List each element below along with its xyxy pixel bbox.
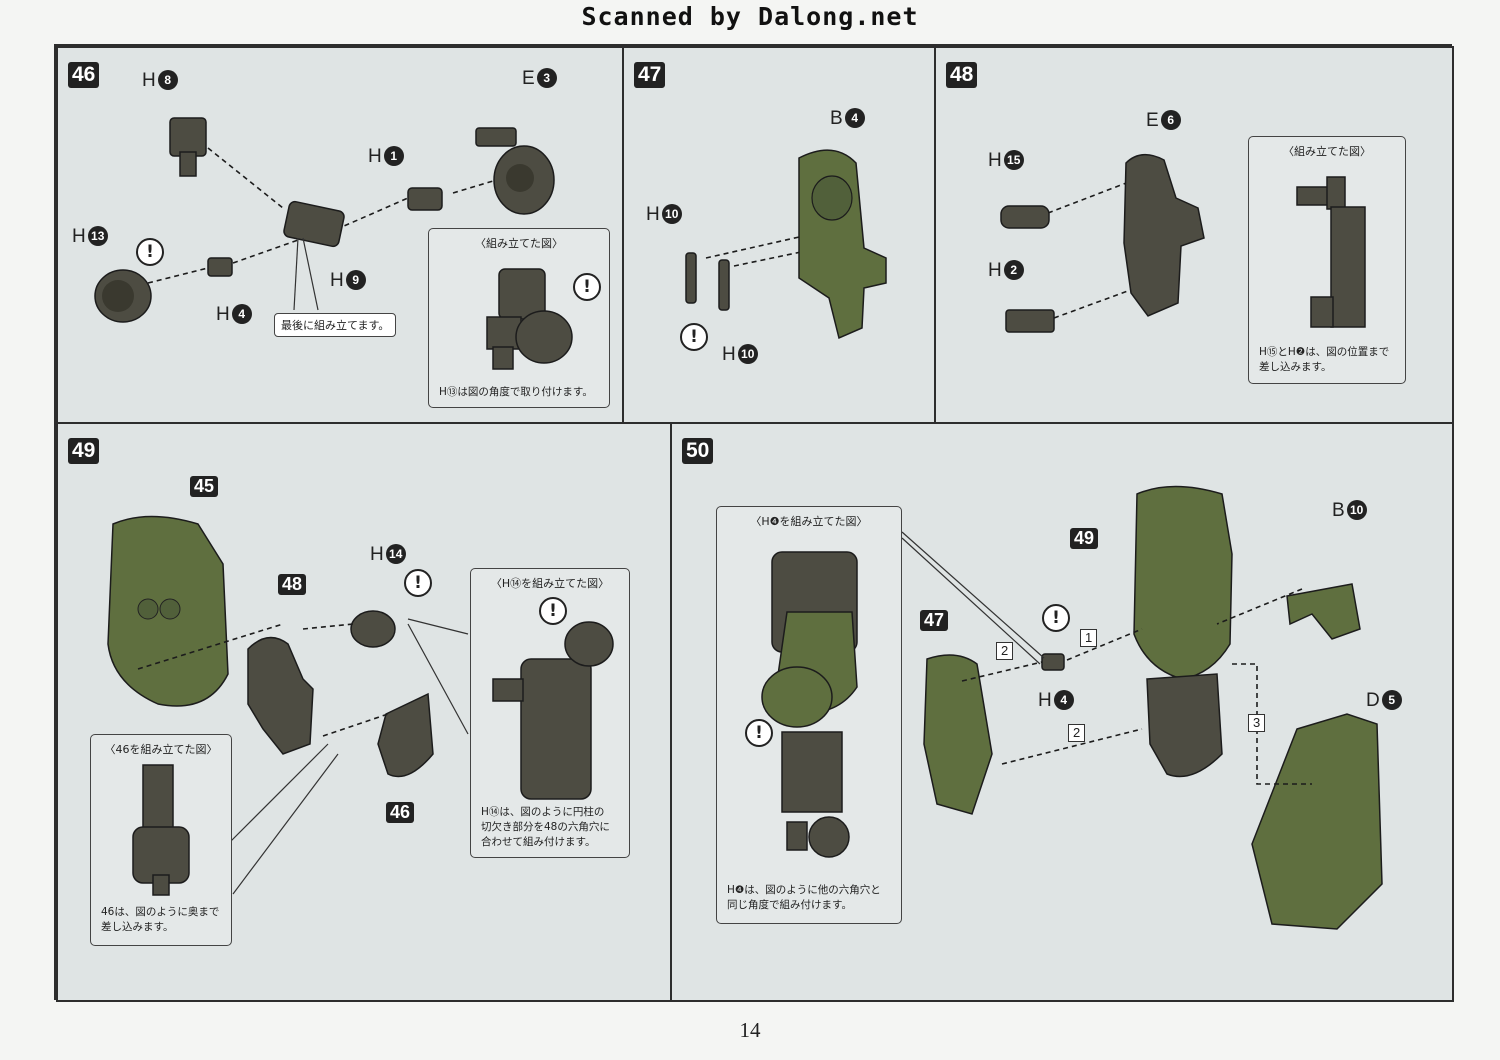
inset-title: 〈H⑭を組み立てた図〉 bbox=[490, 577, 610, 590]
part-h2 bbox=[1005, 309, 1055, 333]
step-number: 48 bbox=[946, 62, 978, 88]
inset-note: H⑬は図の角度で取り付けます。 bbox=[439, 386, 593, 398]
inset-note-line: 合わせて組み付けます。 bbox=[481, 836, 596, 848]
step-number: 50 bbox=[682, 438, 714, 464]
order-2: 2 bbox=[996, 642, 1014, 660]
part-h10-b bbox=[718, 259, 730, 311]
step-49-drawing bbox=[107, 515, 469, 895]
part-d5 bbox=[1251, 713, 1383, 930]
page-number: 14 bbox=[739, 1018, 761, 1042]
part-e3 bbox=[475, 127, 517, 147]
warning-icon: ! bbox=[573, 273, 601, 301]
warning-icon: ! bbox=[539, 597, 567, 625]
part-b10 bbox=[1286, 583, 1361, 640]
part-badge-46: 46 bbox=[386, 802, 415, 823]
part-b4 bbox=[798, 149, 887, 340]
part-h14 bbox=[350, 610, 396, 648]
scan-credit: Scanned by Dalong.net bbox=[581, 2, 919, 31]
part-h8 bbox=[169, 117, 207, 157]
inset-h4-assembled: 〈H❹を組み立てた図〉 ! H❹は、図のように他の六角穴と 同じ角度で組み付けま… bbox=[716, 506, 902, 924]
step-number: 47 bbox=[634, 62, 666, 88]
inset-assembled-view: 〈組み立てた図〉 H⑮とH❷は、図の位置まで 差し込みます。 bbox=[1248, 136, 1406, 384]
step-47-drawing bbox=[685, 149, 887, 340]
callout-assemble-last: 最後に組み立てます。 bbox=[274, 313, 397, 337]
part-h15 bbox=[1000, 205, 1050, 229]
step-number: 46 bbox=[68, 62, 100, 88]
inset-title: 〈46を組み立てた図〉 bbox=[104, 743, 218, 756]
step-number: 49 bbox=[68, 438, 100, 464]
warning-icon: ! bbox=[1042, 604, 1070, 632]
part-h4 bbox=[1041, 653, 1065, 671]
part-badge-45: 45 bbox=[190, 476, 219, 497]
order-1: 1 bbox=[1080, 629, 1098, 647]
step-50-drawing bbox=[901, 485, 1383, 930]
inset-title: 〈組み立てた図〉 bbox=[1283, 145, 1371, 158]
part-46 bbox=[377, 692, 434, 778]
step-46-drawing bbox=[94, 117, 555, 323]
part-h9 bbox=[283, 200, 345, 248]
part-47 bbox=[923, 654, 993, 815]
warning-icon: ! bbox=[136, 238, 164, 266]
inset-title: 〈組み立てた図〉 bbox=[475, 237, 563, 250]
inset-note-line: H⑮とH❷は、図の位置まで bbox=[1259, 346, 1390, 358]
step-48-drawing bbox=[1000, 154, 1205, 333]
part-badge-49: 49 bbox=[1070, 528, 1099, 549]
inset-46-assembled: 〈46を組み立てた図〉 46は、図のように奥まで 差し込みます。 bbox=[90, 734, 232, 946]
inset-title: 〈H❹を組み立てた図〉 bbox=[750, 515, 868, 528]
inset-note-line: 同じ角度で組み付けます。 bbox=[727, 899, 852, 911]
part-badge-47: 47 bbox=[920, 610, 949, 631]
part-49-upper bbox=[1133, 485, 1233, 680]
inset-note-line: 46は、図のように奥まで bbox=[101, 906, 220, 918]
part-h1 bbox=[407, 187, 443, 211]
part-h10-a bbox=[685, 252, 697, 304]
inset-note-line: H❹は、図のように他の六角穴と bbox=[727, 884, 881, 896]
order-2: 2 bbox=[1068, 724, 1086, 742]
inset-h14-assembled: 〈H⑭を組み立てた図〉 ! H⑭は、図のように円柱の 切欠き部分を48の六角穴に… bbox=[470, 568, 630, 858]
inset-assembled-view: 〈組み立てた図〉 ! H⑬は図の角度で取り付けます。 bbox=[428, 228, 610, 408]
order-3: 3 bbox=[1248, 714, 1266, 732]
warning-icon: ! bbox=[404, 569, 432, 597]
part-h4 bbox=[207, 257, 233, 277]
warning-icon: ! bbox=[745, 719, 773, 747]
inset-note-line: 切欠き部分を48の六角穴に bbox=[481, 821, 610, 833]
warning-icon: ! bbox=[680, 323, 708, 351]
part-e6 bbox=[1123, 154, 1205, 317]
inset-note-line: 差し込みます。 bbox=[101, 921, 174, 933]
part-49-lower bbox=[1146, 673, 1223, 778]
part-badge-48: 48 bbox=[278, 574, 307, 595]
inset-note-line: H⑭は、図のように円柱の bbox=[481, 806, 605, 818]
inset-note-line: 差し込みます。 bbox=[1259, 361, 1332, 373]
part-48 bbox=[247, 636, 314, 755]
